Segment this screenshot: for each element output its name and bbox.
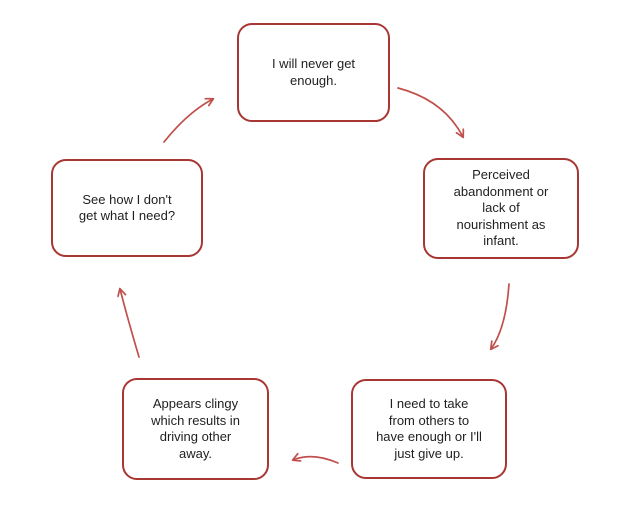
arrow-top-to-right [397,87,463,137]
node-perceived-abandonment: Perceived abandonment or lack of nourish… [423,158,579,259]
arrow-bottom-left-to-left [120,289,140,358]
arrow-left-to-top [163,99,213,143]
arrow-right-to-bottom-right [491,283,510,349]
arrow-bottom-right-to-bottom-left [293,457,339,464]
node-take-from-others: I need to take from others to have enoug… [351,379,507,479]
node-see-how: See how I don't get what I need? [51,159,203,257]
node-never-enough: I will never get enough. [237,23,390,122]
node-appears-clingy: Appears clingy which results in driving … [122,378,269,480]
